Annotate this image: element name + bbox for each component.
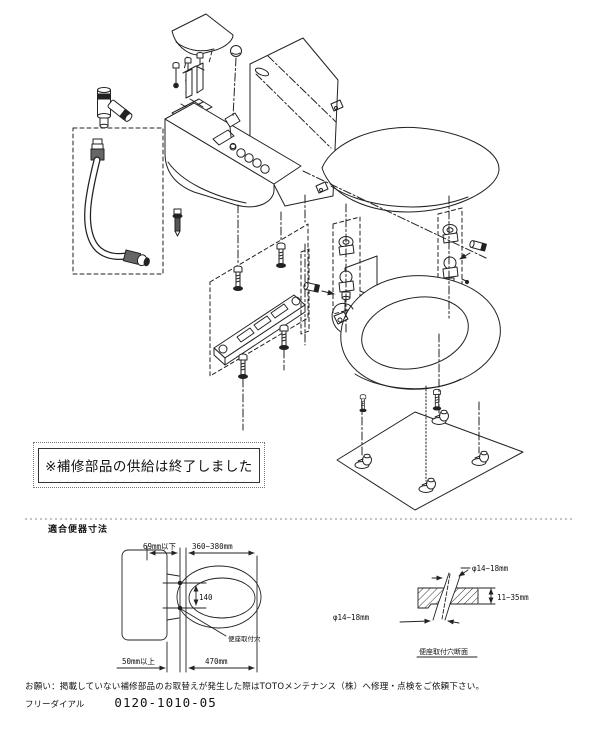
display-window xyxy=(212,129,235,146)
section-view xyxy=(399,567,496,658)
plan-view xyxy=(116,545,262,673)
supply-hose-box xyxy=(72,127,164,275)
service-request-text: お願い：掲載していない補修部品のお取替えが発生した際はTOTOメンテナンス（株）… xyxy=(25,682,485,692)
dim-hole-dia-top: φ14~18mm xyxy=(472,564,509,573)
mount-hole-label: 便座取付穴 xyxy=(228,634,261,643)
supply-hose xyxy=(84,138,150,267)
fixing-screw xyxy=(172,208,183,237)
dim-thickness: 11~35mm xyxy=(497,593,529,602)
bowl-outline xyxy=(176,565,262,629)
discontinued-notice-text: ※補修部品の供給は終了しました xyxy=(38,447,260,483)
exploded-view xyxy=(72,13,524,511)
footer: お願い：掲載していない補修部品のお取替えが発生した際はTOTOメンテナンス（株）… xyxy=(25,680,585,710)
top-cover xyxy=(171,13,234,71)
dim-hole-pitch: 140 xyxy=(199,593,213,602)
section-caption: 便座取付穴断面 xyxy=(419,647,468,656)
spec-section-title: 適合便器寸法 xyxy=(48,525,109,535)
dim-total-length: 470mm xyxy=(205,657,228,666)
dim-hole-dia-bottom: φ14~18mm xyxy=(333,613,370,622)
phone-label: フリーダイアル xyxy=(25,700,85,710)
phone-number: 0120-1010-05 xyxy=(114,695,217,710)
section-view-labels: φ14~18mm 11~35mm φ14~18mm 便座取付穴断面 xyxy=(333,564,529,656)
toilet-lid xyxy=(321,126,500,213)
installation-base xyxy=(336,409,524,511)
main-unit xyxy=(164,102,302,208)
water-valve xyxy=(97,87,133,129)
discontinued-notice-box: ※補修部品の供給は終了しました xyxy=(33,442,265,488)
rubber-cap xyxy=(230,45,242,57)
plan-view-labels: 69mm以下 360~380mm 140 便座取付穴 50mm以上 470mm xyxy=(122,542,261,666)
dim-rear-min: 50mm以上 xyxy=(122,657,156,666)
dim-rear-gap: 69mm以下 xyxy=(143,542,177,551)
base-plate-assembly xyxy=(209,223,309,379)
center-lines xyxy=(232,57,487,482)
dim-top-width: 360~380mm xyxy=(192,542,233,551)
control-buttons xyxy=(229,143,270,174)
right-hinge-assembly xyxy=(437,207,487,299)
bowl-opening xyxy=(188,577,256,619)
seat-fixing-bolts xyxy=(359,388,442,413)
seat-ring xyxy=(331,275,501,390)
tank-outline xyxy=(121,549,168,641)
